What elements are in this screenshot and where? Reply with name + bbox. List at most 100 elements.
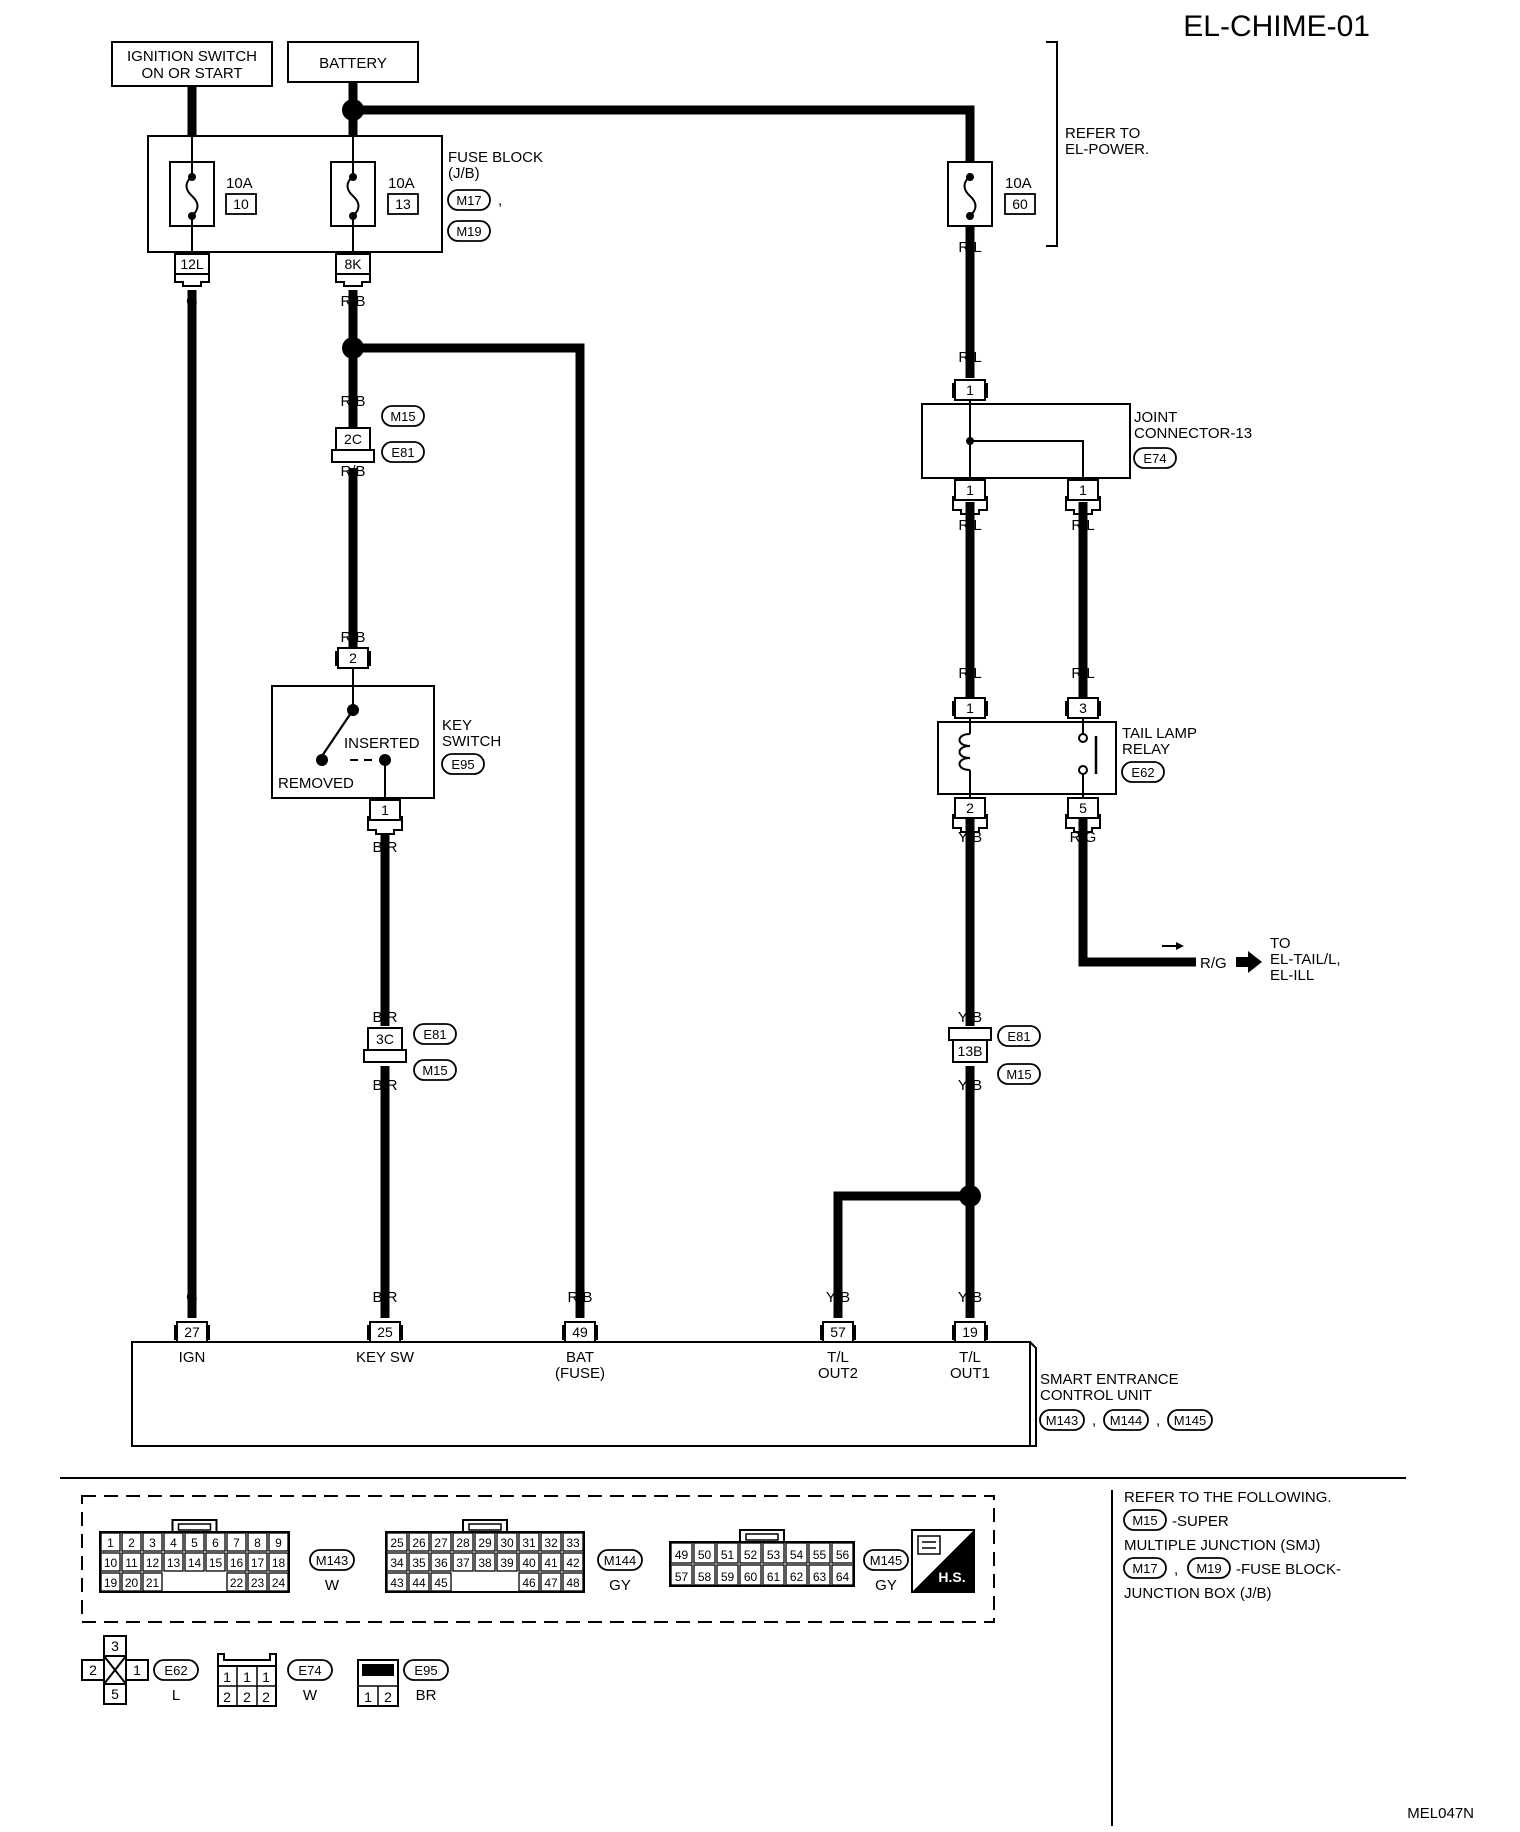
pin-cell	[716, 1542, 739, 1564]
inline-connector-3c: B/R 3C B/R E81 M15	[363, 1009, 457, 1094]
svg-text:W: W	[325, 1577, 340, 1594]
svg-text:5: 5	[111, 1686, 119, 1702]
control-unit-label1: SMART ENTRANCE	[1040, 1371, 1179, 1388]
svg-text:M17: M17	[456, 193, 481, 208]
pin-cell	[540, 1572, 562, 1592]
svg-text:M19: M19	[1196, 1561, 1221, 1576]
svg-text:M19: M19	[456, 224, 481, 239]
connector-views-dashed-box	[81, 1495, 995, 1623]
wire-label-rb-top: R/B	[340, 293, 365, 310]
pin-number: 40	[522, 1556, 536, 1570]
ref-m15-13b: M15	[997, 1063, 1041, 1085]
svg-text:M15: M15	[1006, 1067, 1031, 1082]
svg-text:2: 2	[223, 1689, 231, 1705]
pin-cell	[184, 1532, 205, 1552]
pin-number: 2	[128, 1536, 135, 1550]
relay-pin-5: 5	[1079, 800, 1087, 816]
pin-cell	[408, 1572, 430, 1592]
pin-cell	[205, 1532, 226, 1552]
refer-note-ref-m17: M17	[1123, 1557, 1167, 1579]
pin-number: 37	[456, 1556, 470, 1570]
pin-cell	[808, 1564, 831, 1586]
pin-number: 13	[167, 1556, 181, 1570]
pin-number: 58	[698, 1570, 712, 1584]
pin-number: 61	[767, 1570, 781, 1584]
wire-label-yb-relay: Y/B	[958, 829, 982, 846]
pin-cell	[831, 1542, 854, 1564]
wire-label-rg-out: R/G	[1200, 955, 1227, 972]
fuse-60: 10A 60 R/L	[947, 161, 1036, 256]
pin-cell	[247, 1552, 268, 1572]
battery-source: BATTERY	[287, 41, 419, 83]
svg-text:E95: E95	[451, 757, 474, 772]
pin-cell	[100, 1532, 121, 1552]
svg-text:W: W	[303, 1687, 318, 1704]
pin-cell	[184, 1552, 205, 1572]
refer-note-text1: -SUPER	[1172, 1513, 1229, 1530]
svg-text:R/B: R/B	[567, 1289, 592, 1306]
ref-e81-3c: E81	[413, 1023, 457, 1045]
pin-cell	[163, 1532, 184, 1552]
refer-note-ref-m15: M15	[1123, 1509, 1167, 1531]
pin-number: 33	[566, 1536, 580, 1550]
pin-number: 19	[104, 1576, 118, 1590]
key-switch-removed: REMOVED	[278, 775, 354, 792]
pin-cell	[386, 1572, 408, 1592]
pin-number: 26	[412, 1536, 426, 1550]
pin-number: 32	[544, 1536, 558, 1550]
pin-cell	[474, 1532, 496, 1552]
pin-number: 14	[188, 1556, 202, 1570]
fuse-pin-12l: 12L	[174, 253, 210, 287]
svg-text:B/R: B/R	[372, 1289, 397, 1306]
svg-text:49: 49	[572, 1324, 588, 1340]
pin-number: 41	[544, 1556, 558, 1570]
svg-text:T/L: T/L	[827, 1349, 849, 1366]
relay-pin-3: 3	[1079, 700, 1087, 716]
joint-pin-in: 1	[966, 382, 974, 398]
pin-cell	[518, 1552, 540, 1572]
refer-note-ref-m19: M19	[1187, 1557, 1231, 1579]
pin-number: 6	[212, 1536, 219, 1550]
fuse-10: 10A 10	[169, 136, 257, 252]
ignition-source-line1: IGNITION SWITCH	[127, 48, 257, 65]
pin-number: 45	[434, 1576, 448, 1590]
refer-power-line2: EL-POWER.	[1065, 141, 1149, 158]
connector-view-e62: 3 2 1 5 E62 L	[81, 1635, 199, 1705]
pin-cell	[142, 1532, 163, 1552]
svg-text:E95: E95	[414, 1663, 437, 1678]
svg-text:25: 25	[377, 1324, 393, 1340]
pin-cell	[430, 1572, 452, 1592]
refer-power-line1: REFER TO	[1065, 125, 1140, 142]
pin-number: 43	[390, 1576, 404, 1590]
wire-label-rl-relay3: R/L	[1071, 665, 1094, 682]
pin-number: 54	[790, 1548, 804, 1562]
wire-label-br-keysw: B/R	[372, 839, 397, 856]
svg-text:M144: M144	[1110, 1413, 1143, 1428]
key-switch-label2: SWITCH	[442, 733, 501, 750]
refer-note: REFER TO THE FOLLOWING. M15 -SUPER MULTI…	[1123, 1489, 1341, 1602]
svg-text:2: 2	[349, 650, 357, 666]
pin-number: 63	[813, 1570, 827, 1584]
pin-cell	[386, 1532, 408, 1552]
refer-power-bracket: REFER TO EL-POWER.	[1046, 41, 1149, 247]
pin-cell	[518, 1532, 540, 1552]
svg-text:M145: M145	[870, 1553, 903, 1568]
pin-cell	[496, 1532, 518, 1552]
pin-number: 25	[390, 1536, 404, 1550]
svg-text:E62: E62	[164, 1663, 187, 1678]
pin-cell	[562, 1532, 584, 1552]
refer-note-header: REFER TO THE FOLLOWING.	[1124, 1489, 1332, 1506]
smart-entrance-control-unit: G 27 IGN B/R 25 KEY SW R/B 49 BAT (FUSE)…	[131, 1289, 1213, 1447]
pin-number: 9	[275, 1536, 282, 1550]
pin-cell	[142, 1572, 163, 1592]
relay-pin-2: 2	[966, 800, 974, 816]
pin-number: 50	[698, 1548, 712, 1562]
fuse-pin-8k: 8K	[335, 253, 371, 287]
pin-cell	[452, 1532, 474, 1552]
pin-number: 21	[146, 1576, 160, 1590]
pin-cell	[121, 1552, 142, 1572]
pin-cell	[142, 1552, 163, 1572]
pin-number: 49	[675, 1548, 689, 1562]
